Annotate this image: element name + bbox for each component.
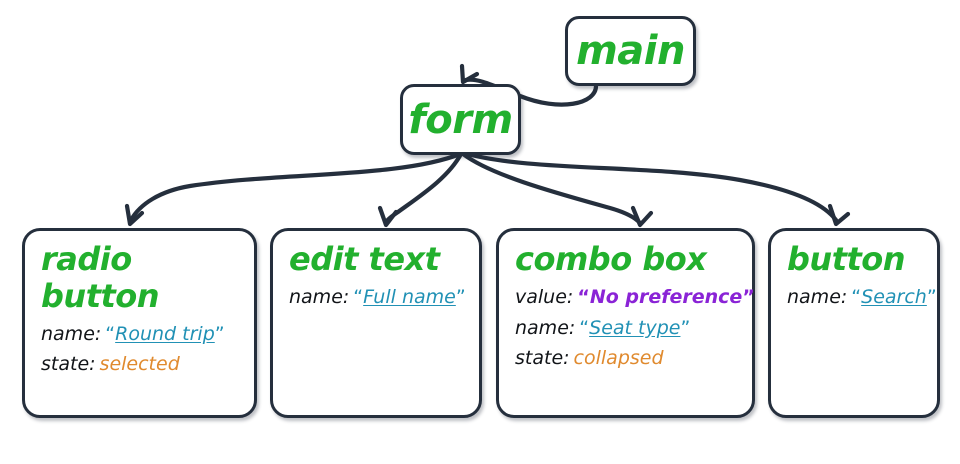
property-list: name:“Search” — [785, 282, 937, 313]
arrowhead-combo-box — [630, 205, 654, 228]
property-value: “Seat type” — [579, 316, 691, 339]
property-value: “Search” — [851, 285, 937, 308]
property-row-name: name:“Round trip” — [41, 319, 240, 350]
node-edit-text[interactable]: edit text name:“Full name” — [270, 228, 482, 418]
property-key: name: — [289, 285, 350, 308]
property-row-name: name:“Full name” — [289, 282, 466, 313]
property-value: selected — [99, 353, 180, 376]
node-button[interactable]: button name:“Search” — [768, 228, 940, 418]
property-key: name: — [41, 322, 102, 345]
edge-form-to-button — [461, 150, 839, 223]
edge-form-to-radio-button — [128, 151, 463, 223]
property-value-text: Full name — [363, 285, 456, 308]
property-value-text: Round trip — [115, 322, 215, 345]
property-key: value: — [515, 285, 574, 308]
property-row-name: name:“Search” — [787, 282, 937, 313]
edge-form-to-edit-text — [383, 151, 464, 225]
property-key: name: — [515, 316, 576, 339]
node-form[interactable]: form — [400, 84, 521, 155]
property-value-text: No preference — [589, 285, 743, 308]
node-combo-box-label: combo box — [515, 240, 707, 278]
property-key: state: — [41, 353, 96, 376]
property-value: “Round trip” — [105, 322, 225, 345]
node-radio-button-label: radio button — [41, 240, 160, 315]
property-value: “Full name” — [353, 285, 466, 308]
property-list: name:“Round trip” state:selected — [39, 319, 240, 381]
property-value: collapsed — [573, 347, 664, 370]
property-value: “No preference” — [577, 285, 755, 308]
arrowhead-form — [459, 63, 480, 85]
node-main[interactable]: main — [565, 16, 696, 86]
arrowhead-button — [827, 203, 851, 227]
property-list: value:“No preference” name:“Seat type” s… — [513, 282, 755, 374]
property-row-value: value:“No preference” — [515, 282, 755, 313]
node-edit-text-label: edit text — [289, 240, 440, 278]
edge-form-to-combo-box — [460, 151, 642, 225]
node-radio-button[interactable]: radio button name:“Round trip” state:sel… — [22, 228, 257, 418]
node-button-label: button — [787, 240, 906, 278]
property-row-state: state:selected — [41, 349, 240, 380]
node-form-label: form — [408, 96, 513, 143]
arrowhead-radio-button — [124, 203, 145, 227]
property-list: name:“Full name” — [287, 282, 466, 313]
node-main-label: main — [576, 28, 685, 74]
property-value-text: Seat type — [589, 316, 681, 339]
node-combo-box[interactable]: combo box value:“No preference” name:“Se… — [496, 228, 755, 418]
arrowhead-edit-text — [377, 205, 399, 228]
property-key: name: — [787, 285, 848, 308]
property-key: state: — [515, 347, 570, 370]
property-value-text: Search — [861, 285, 927, 308]
property-row-state: state:collapsed — [515, 343, 738, 374]
property-row-name: name:“Seat type” — [515, 313, 738, 344]
